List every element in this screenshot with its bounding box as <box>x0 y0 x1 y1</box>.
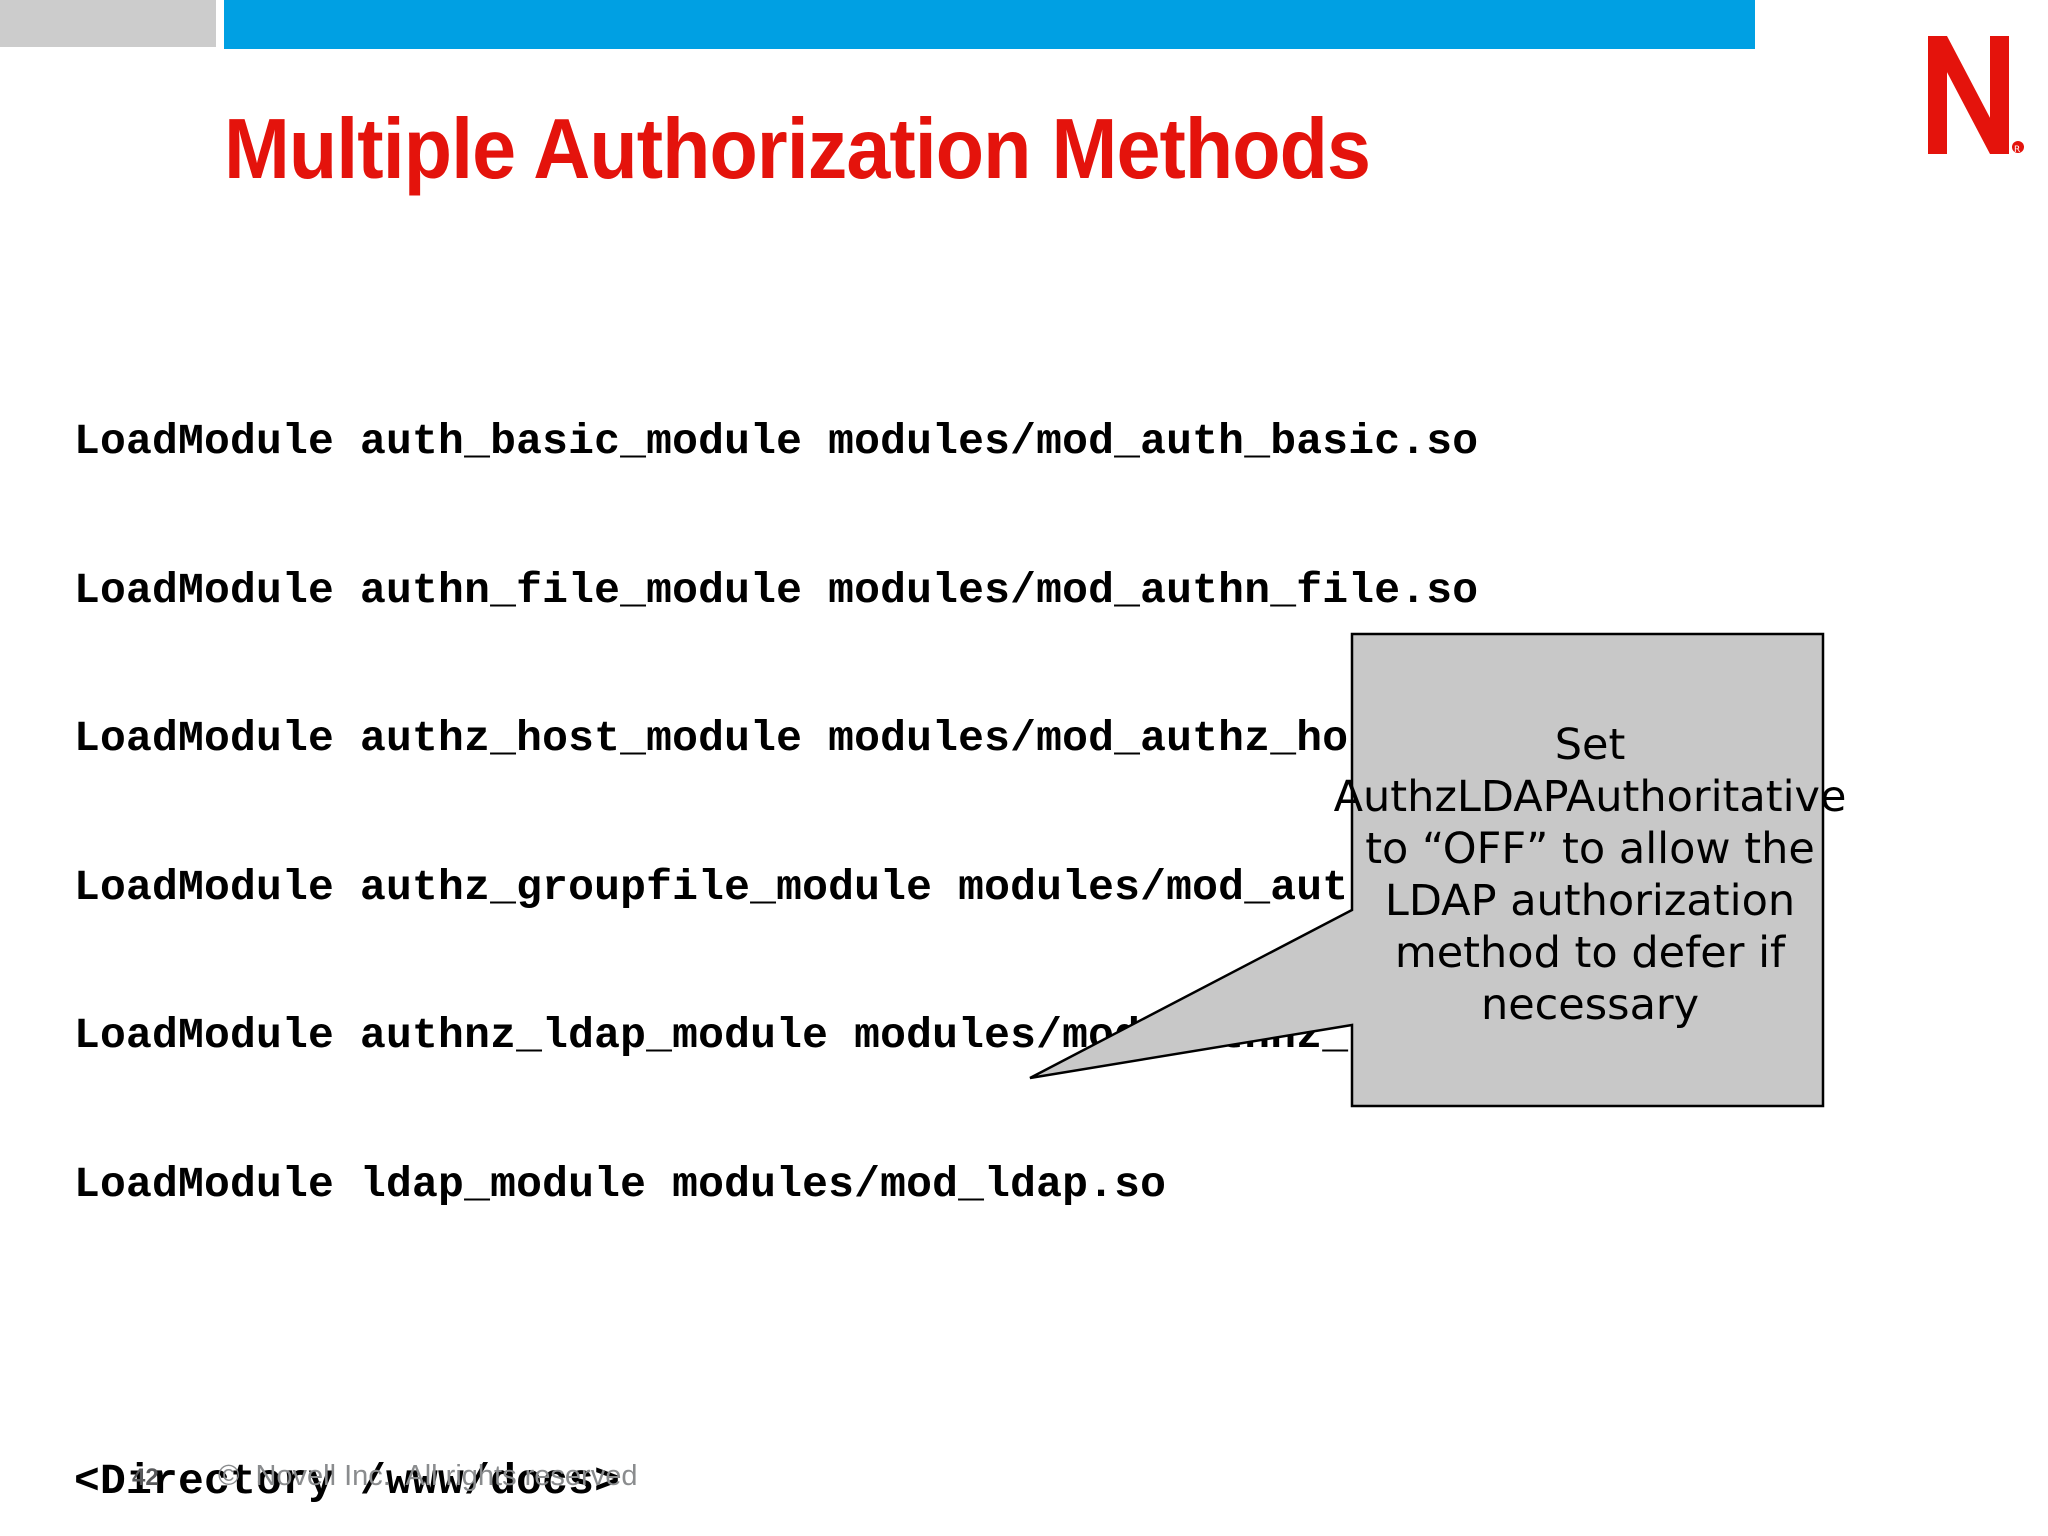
novell-n-logo: R <box>1928 30 2048 160</box>
callout-shape <box>1029 632 1825 1108</box>
callout-annotation: Set AuthzLDAPAuthoritative to “OFF” to a… <box>1000 620 1847 1120</box>
header-gray-bar <box>0 0 216 47</box>
page-number: 42 <box>132 1464 159 1491</box>
code-line-blank <box>74 1308 1738 1358</box>
code-line: LoadModule authn_file_module modules/mod… <box>74 565 1479 615</box>
code-line: <Directory /www/docs> <box>74 1456 621 1506</box>
slide-footer: 42 © Novell Inc. All rights reserved <box>132 1460 637 1493</box>
page-title: Multiple Authorization Methods <box>224 102 1371 197</box>
code-line: LoadModule ldap_module modules/mod_ldap.… <box>74 1159 1167 1209</box>
code-line: LoadModule auth_basic_module modules/mod… <box>74 417 1479 466</box>
callout-text: Set AuthzLDAPAuthoritative to “OFF” to a… <box>1333 720 1847 1030</box>
copyright-notice: © Novell Inc. All rights reserved <box>218 1460 638 1492</box>
header-blue-bar <box>224 0 1755 49</box>
svg-text:R: R <box>2014 145 2020 155</box>
